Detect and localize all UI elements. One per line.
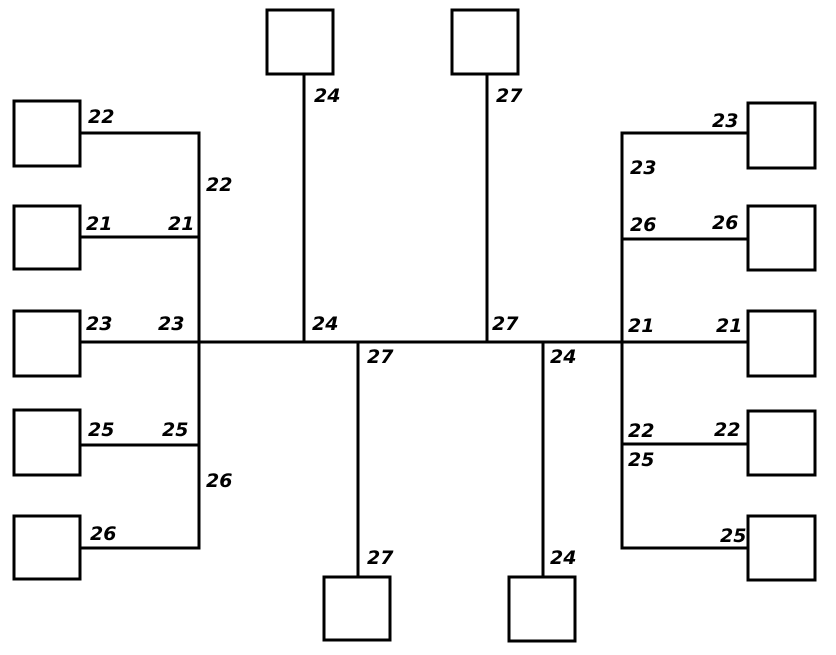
- label-right-tap-22: 22: [628, 420, 654, 442]
- label-box-right-5: 25: [720, 525, 746, 547]
- box-right-4: [746, 409, 817, 477]
- box-right-1: [746, 101, 817, 170]
- box-top-right: [450, 8, 520, 76]
- label-bottom-left-box: 27: [367, 547, 394, 569]
- label-box-right-4: 22: [714, 419, 740, 441]
- label-box-left-5: 26: [90, 523, 116, 545]
- label-box-right-1: 23: [712, 110, 738, 132]
- box-right-3: [746, 309, 817, 378]
- label-bottom-right-box: 24: [550, 547, 576, 569]
- box-left-5: [12, 514, 82, 581]
- label-box-left-1: 22: [88, 106, 114, 128]
- box-left-4: [12, 408, 82, 477]
- label-right-bus-top: 23: [630, 157, 656, 179]
- label-top-right-tap: 27: [492, 313, 519, 335]
- label-box-right-3: 21: [716, 315, 742, 337]
- box-left-3: [12, 309, 82, 378]
- boxes: [12, 8, 817, 643]
- label-right-tap-21: 21: [628, 315, 654, 337]
- left-lower-bus: [79, 340, 201, 550]
- label-right-tap-26: 26: [630, 214, 656, 236]
- box-left-1: [12, 99, 82, 168]
- label-bottom-left-tap: 27: [367, 346, 394, 368]
- label-top-left-tap: 24: [312, 313, 338, 335]
- label-box-right-2: 26: [712, 212, 738, 234]
- label-left-tap-21: 21: [168, 213, 194, 235]
- wires: [79, 72, 750, 579]
- label-top-right-box: 27: [496, 85, 523, 107]
- label-top-left-box: 24: [314, 85, 340, 107]
- label-box-left-3: 23: [86, 313, 112, 335]
- right-upper-bus: [620, 131, 750, 344]
- label-left-bus-bottom: 26: [206, 470, 232, 492]
- box-bottom-left: [322, 575, 392, 642]
- box-left-2: [12, 204, 82, 271]
- left-upper-bus: [79, 131, 201, 344]
- label-bottom-right-tap: 24: [550, 346, 576, 368]
- label-box-left-2: 21: [86, 213, 112, 235]
- label-box-left-4: 25: [88, 419, 114, 441]
- box-bottom-right: [507, 575, 577, 643]
- label-left-tap-25: 25: [162, 419, 188, 441]
- box-right-2: [746, 204, 817, 272]
- box-right-5: [746, 514, 817, 582]
- label-left-tap-23: 23: [158, 313, 184, 335]
- label-left-bus-top: 22: [206, 174, 232, 196]
- box-top-left: [265, 8, 335, 76]
- wire-labels: 22 22 21 21 23 23 25 25 26 26 24 24 27 2…: [86, 85, 746, 569]
- label-right-tap-25: 25: [628, 449, 654, 471]
- right-lower-bus: [620, 340, 750, 550]
